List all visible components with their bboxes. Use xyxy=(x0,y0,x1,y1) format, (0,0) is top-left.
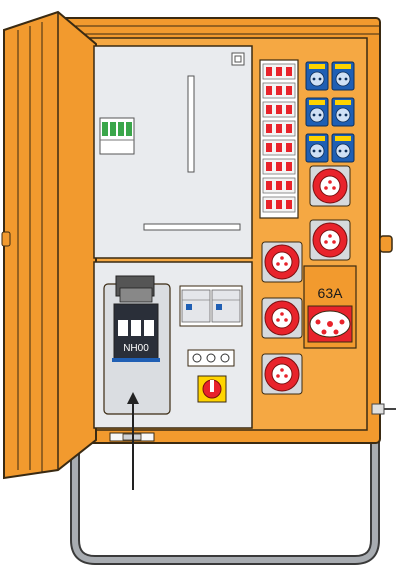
open-door xyxy=(1,10,97,480)
arrow-up-icon xyxy=(127,392,139,490)
nh-fuse-switch xyxy=(103,275,171,415)
cee-socket xyxy=(261,297,303,339)
schuko-socket xyxy=(331,61,355,91)
meter-panel xyxy=(93,45,253,259)
cee-socket xyxy=(309,219,351,261)
cee-sockets-small xyxy=(261,165,351,395)
mcb-breaker xyxy=(262,158,296,175)
indicator-lamps xyxy=(187,349,235,367)
rotary-switch-icon xyxy=(197,375,227,403)
cee-socket-rating-label: 63A xyxy=(318,285,344,301)
side-lock-knob xyxy=(379,235,393,253)
nh-fuse-label: NH00 xyxy=(123,343,149,354)
mcb-breaker xyxy=(262,139,296,156)
schuko-socket xyxy=(331,97,355,127)
cee-socket xyxy=(261,353,303,395)
schuko-socket xyxy=(305,97,329,127)
cable-gland xyxy=(371,403,396,415)
mcb-breaker xyxy=(262,120,296,137)
schuko-socket xyxy=(331,133,355,163)
schuko-socket xyxy=(305,133,329,163)
mcb-strip xyxy=(259,59,299,219)
cee-socket xyxy=(309,165,351,207)
schuko-socket xyxy=(305,61,329,91)
rcd-breakers xyxy=(179,285,243,327)
cee-socket-63a xyxy=(303,265,357,349)
mcb-breaker xyxy=(262,177,296,194)
mcb-breaker xyxy=(262,82,296,99)
cee-socket xyxy=(261,241,303,283)
mcb-breaker xyxy=(262,63,296,80)
mcb-breaker xyxy=(262,101,296,118)
tube-stand xyxy=(70,440,380,565)
mcb-breaker xyxy=(262,196,296,213)
surge-arrester xyxy=(99,117,135,155)
schuko-sockets xyxy=(305,61,355,163)
